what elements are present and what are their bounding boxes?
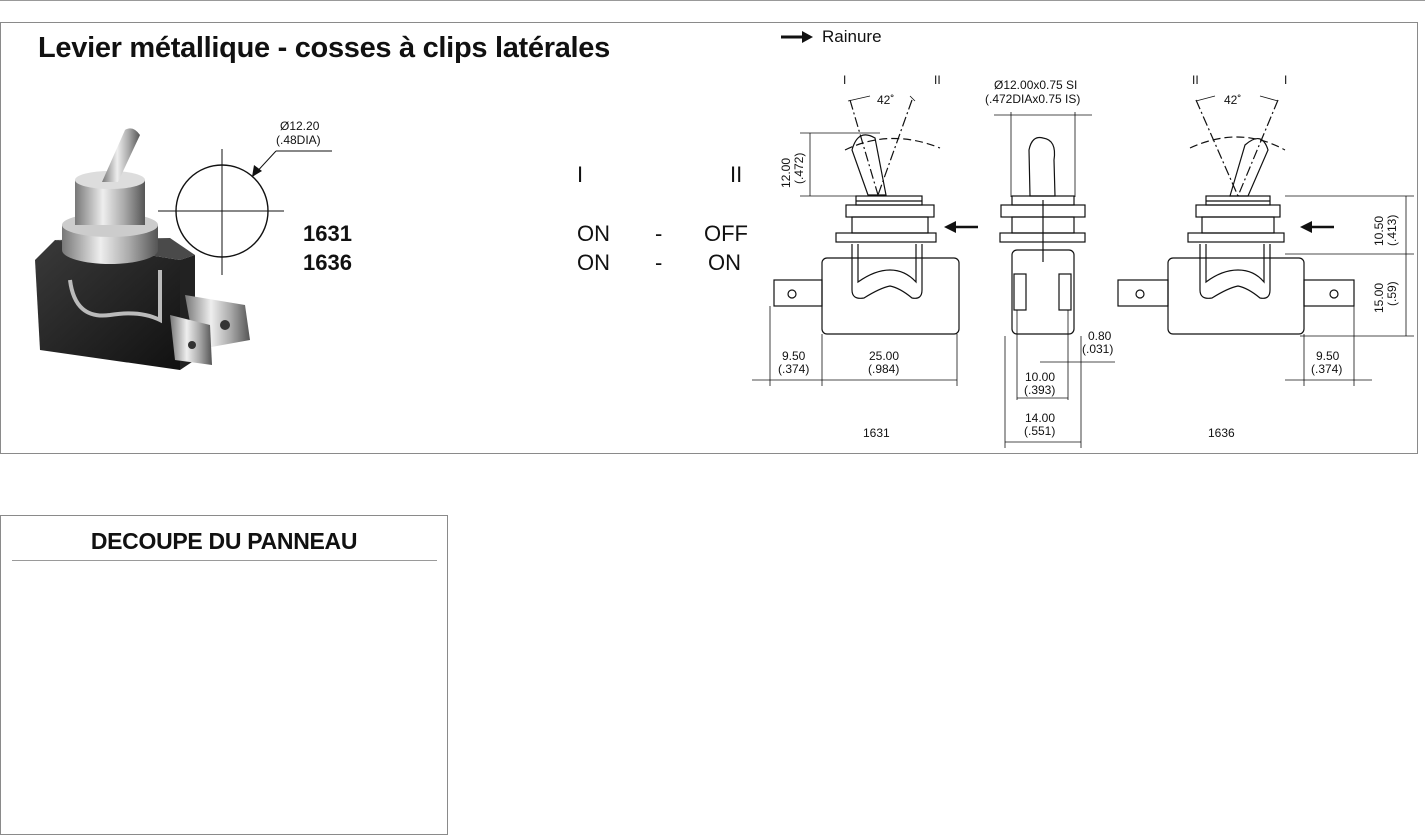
bushing-height-in: (.413) [1385, 215, 1399, 246]
tab-width-mm: 9.50 [782, 349, 806, 363]
position-1-header: I [577, 162, 584, 187]
model-number: 1631 [303, 221, 352, 246]
inner-width-in: (.393) [1024, 383, 1055, 397]
panel-cutout-box: DECOUPE DU PANNEAU [0, 515, 448, 835]
thread-si-label: Ø12.00x0.75 SI [994, 78, 1077, 92]
cutout-divider [12, 560, 437, 561]
arrow-right-icon [781, 31, 813, 43]
view-label-1636: 1636 [1208, 426, 1235, 440]
model-state-pos2: OFF [704, 221, 748, 246]
inner-width-mm: 10.00 [1025, 370, 1055, 384]
position-2-header: II [730, 162, 743, 187]
page-title: Levier métallique - cosses à clips latér… [38, 32, 610, 64]
model-number: 1636 [303, 250, 352, 275]
body-width-mm: 25.00 [869, 349, 899, 363]
toggle-switch-photo [35, 128, 250, 370]
model-state-separator: - [655, 221, 663, 246]
tab-width-mm: 9.50 [1316, 349, 1340, 363]
position-2-mark: II [1192, 73, 1199, 87]
dimension-drawings: I II 42˚ II I 42˚ Ø12.00x0.75 SI (.472DI… [752, 73, 1414, 448]
body-width-in: (.984) [868, 362, 899, 376]
thread-is-label: (.472DIAx0.75 IS) [985, 92, 1080, 106]
product-panel [0, 22, 1418, 454]
cutout-diameter-in: (.48DIA) [276, 133, 321, 147]
tab-thickness-mm: 0.80 [1088, 329, 1112, 343]
groove-legend: Rainure [780, 27, 882, 47]
position-1-mark: I [843, 73, 846, 87]
top-rule [0, 0, 1425, 1]
outer-width-mm: 14.00 [1025, 411, 1055, 425]
angle-label: 42˚ [877, 93, 894, 107]
angle-label: 42˚ [1224, 93, 1241, 107]
model-state-pos2: ON [708, 250, 741, 275]
lever-height-mm: 12.00 [779, 158, 793, 188]
model-state-pos1: ON [577, 221, 610, 246]
tab-width-in: (.374) [1311, 362, 1342, 376]
position-2-mark: II [934, 73, 941, 87]
groove-legend-label: Rainure [822, 27, 882, 46]
body-height-in: (.59) [1385, 281, 1399, 306]
lever-height-in: (.472) [792, 153, 806, 184]
tab-thickness-in: (.031) [1082, 342, 1113, 356]
model-state-pos1: ON [577, 250, 610, 275]
view-label-1631: 1631 [863, 426, 890, 440]
bushing-height-mm: 10.50 [1372, 216, 1386, 246]
position-1-mark: I [1284, 73, 1287, 87]
cutout-drawing: Ø12.20 (.48DIA) [158, 119, 332, 275]
model-state-separator: - [655, 250, 663, 275]
cutout-diameter-mm: Ø12.20 [280, 119, 320, 133]
cutout-title: DECOUPE DU PANNEAU [90, 528, 358, 554]
outer-width-in: (.551) [1024, 424, 1055, 438]
tab-width-in: (.374) [778, 362, 809, 376]
body-height-mm: 15.00 [1372, 283, 1386, 313]
